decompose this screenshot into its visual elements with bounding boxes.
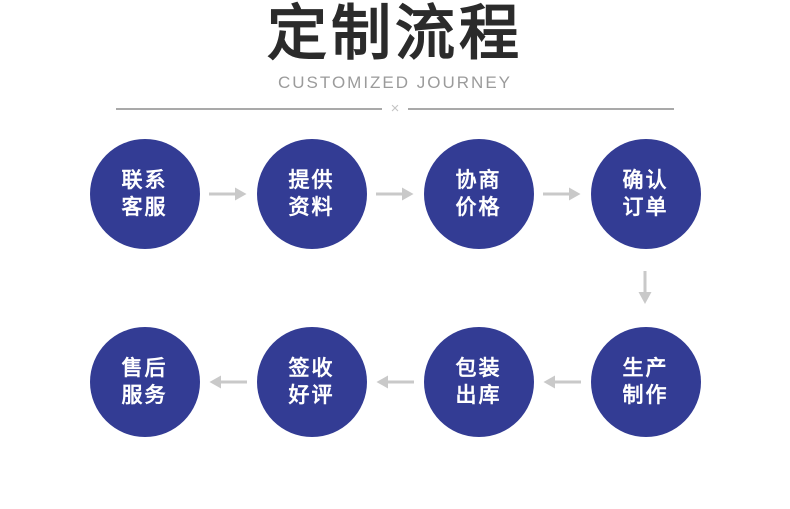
step-sign-and-review: 签收 好评 <box>256 327 367 437</box>
arrow-cell <box>534 373 591 391</box>
flow-row-bottom: 售后 服务 签收 好评 包装 出库 <box>0 327 790 437</box>
divider-x-icon: × <box>390 100 400 117</box>
arrow-cell <box>636 271 654 305</box>
step-label-line: 包装 <box>455 357 502 380</box>
step-label-line: 制作 <box>622 384 669 407</box>
arrow-left-icon <box>376 375 414 389</box>
process-flow: 联系 客服 提供 资料 协商 价格 <box>0 139 790 437</box>
step-production: 生产 制作 <box>590 327 701 437</box>
divider: × <box>116 100 675 117</box>
step-label-line: 价格 <box>455 196 502 219</box>
step-label-line: 售后 <box>121 357 168 380</box>
step-confirm-order: 确认 订单 <box>590 139 701 249</box>
arrow-right-icon <box>376 187 414 201</box>
arrow-right-icon <box>209 187 247 201</box>
step-after-sales-service: 售后 服务 <box>89 327 200 437</box>
arrow-left-icon <box>209 375 247 389</box>
step-negotiate-price: 协商 价格 <box>423 139 534 249</box>
step-label-line: 资料 <box>288 196 335 219</box>
step-label-line: 客服 <box>121 196 168 219</box>
flow-row-top: 联系 客服 提供 资料 协商 价格 <box>0 139 790 249</box>
step-label-line: 确认 <box>622 169 669 192</box>
step-label-line: 联系 <box>121 169 168 192</box>
step-contact-service: 联系 客服 <box>89 139 200 249</box>
page-title: 定制流程 <box>267 0 523 67</box>
page-subtitle: CUSTOMIZED JOURNEY <box>277 73 513 92</box>
arrow-cell <box>367 185 424 203</box>
step-label-line: 签收 <box>288 357 335 380</box>
step-label-line: 好评 <box>288 384 335 407</box>
step-label-line: 生产 <box>622 357 669 380</box>
arrow-left-icon <box>543 375 581 389</box>
step-label-line: 订单 <box>622 196 669 219</box>
step-pack-and-ship: 包装 出库 <box>423 327 534 437</box>
step-label-line: 服务 <box>121 384 168 407</box>
divider-line-right <box>408 107 675 110</box>
flow-connector <box>0 249 790 327</box>
step-label-line: 协商 <box>455 169 502 192</box>
arrow-cell <box>200 185 257 203</box>
step-provide-materials: 提供 资料 <box>256 139 367 249</box>
arrow-cell <box>534 185 591 203</box>
arrow-cell <box>200 373 257 391</box>
arrow-right-icon <box>543 187 581 201</box>
arrow-cell <box>367 373 424 391</box>
divider-line-left <box>116 107 382 110</box>
step-label-line: 出库 <box>455 384 502 407</box>
step-label-line: 提供 <box>288 169 335 192</box>
arrow-down-icon <box>638 271 652 304</box>
